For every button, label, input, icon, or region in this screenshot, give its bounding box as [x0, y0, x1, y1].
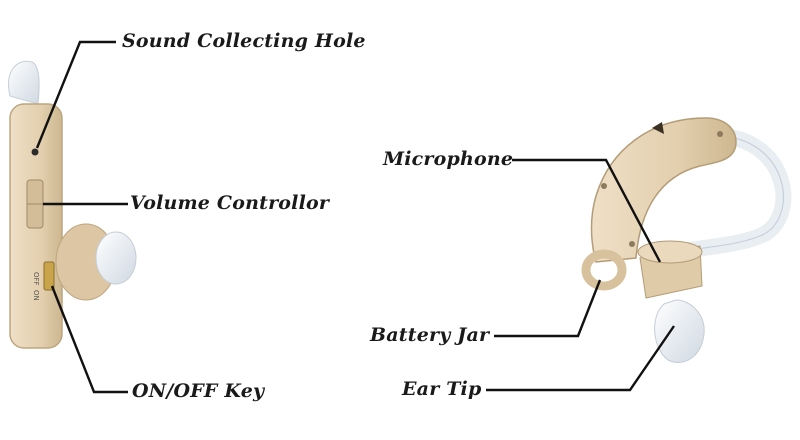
- label-ear-tip: Ear Tip: [402, 378, 482, 400]
- leader-sound-hole: [35, 40, 116, 149]
- leader-battery: [494, 279, 602, 338]
- label-sound-collecting-hole: Sound Collecting Hole: [122, 30, 366, 52]
- label-battery-jar: Battery Jar: [370, 324, 490, 346]
- left-hearing-aid: OFF ON: [8, 60, 137, 349]
- leader-lines: [35, 40, 675, 394]
- leader-on-off: [50, 285, 128, 394]
- label-on-off-key: ON/OFF Key: [132, 380, 265, 402]
- microphone-top: [637, 240, 703, 264]
- label-volume-controllor: Volume Controllor: [130, 192, 330, 214]
- on-off-switch: [43, 261, 55, 291]
- ear-tip: [654, 299, 705, 363]
- right-hearing-aid: [581, 117, 792, 363]
- leader-microphone: [512, 158, 662, 263]
- device-marking-on: ON: [32, 290, 40, 301]
- ear-bud-tip: [95, 231, 137, 285]
- sound-collecting-hole: [31, 148, 39, 156]
- battery-jar-ring: [581, 249, 627, 291]
- leader-ear-tip: [486, 325, 675, 392]
- device-marking-off: OFF: [32, 272, 40, 286]
- label-microphone: Microphone: [383, 148, 514, 170]
- hook-tip: [8, 60, 40, 105]
